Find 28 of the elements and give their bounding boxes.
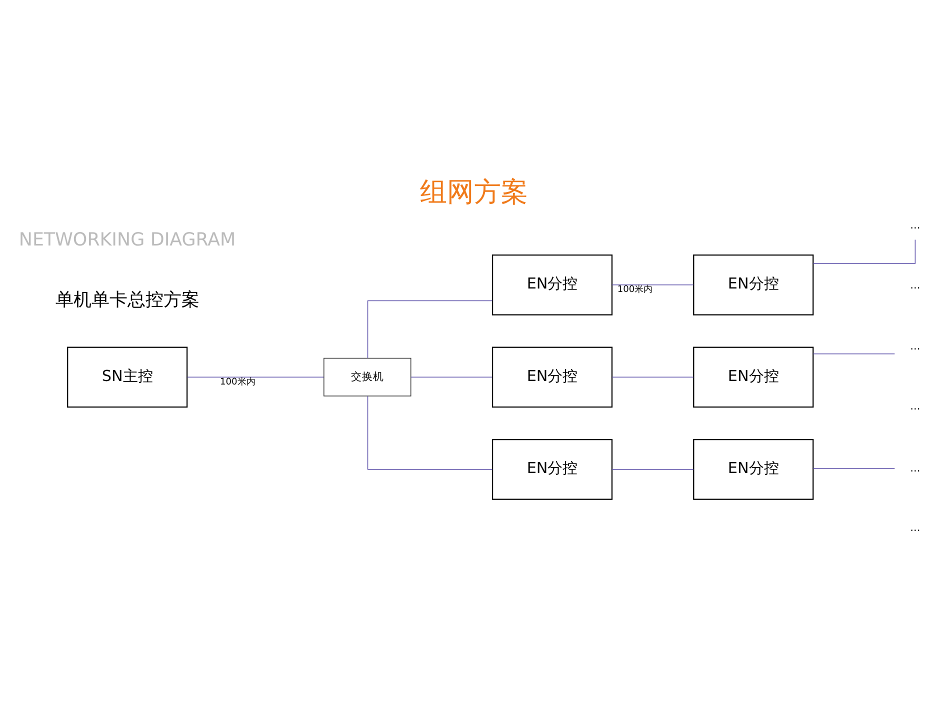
- connector: [611, 284, 694, 286]
- label: NETWORKING DIAGRAM: [18, 230, 236, 251]
- edge-label: 100米内: [220, 377, 255, 388]
- node-box: EN分控: [491, 438, 612, 500]
- node-box: EN分控: [692, 438, 814, 500]
- label: 单机单卡总控方案: [54, 289, 199, 310]
- connector: [410, 376, 492, 378]
- node-box: EN分控: [692, 254, 814, 316]
- node-text: ...: [910, 340, 920, 353]
- connector: [366, 396, 492, 470]
- connector: [186, 376, 324, 378]
- connector: [812, 239, 916, 264]
- label: ...: [910, 400, 920, 412]
- node-box: SN主控: [66, 346, 188, 408]
- diagram-title: 组网方案: [420, 176, 528, 208]
- label: ...: [910, 279, 920, 292]
- connector: [366, 300, 492, 358]
- label: ...: [910, 522, 920, 534]
- node-box: EN分控: [491, 346, 612, 408]
- node-box: 交换机: [323, 358, 411, 396]
- edge-label: 100米内: [616, 285, 652, 296]
- node-text: ...: [910, 220, 920, 232]
- connector: [611, 376, 694, 378]
- node-text: ...: [910, 462, 920, 474]
- node-box: EN分控: [692, 346, 814, 408]
- node-box: EN分控: [491, 254, 612, 316]
- connector: [611, 469, 694, 470]
- connector: [812, 468, 895, 470]
